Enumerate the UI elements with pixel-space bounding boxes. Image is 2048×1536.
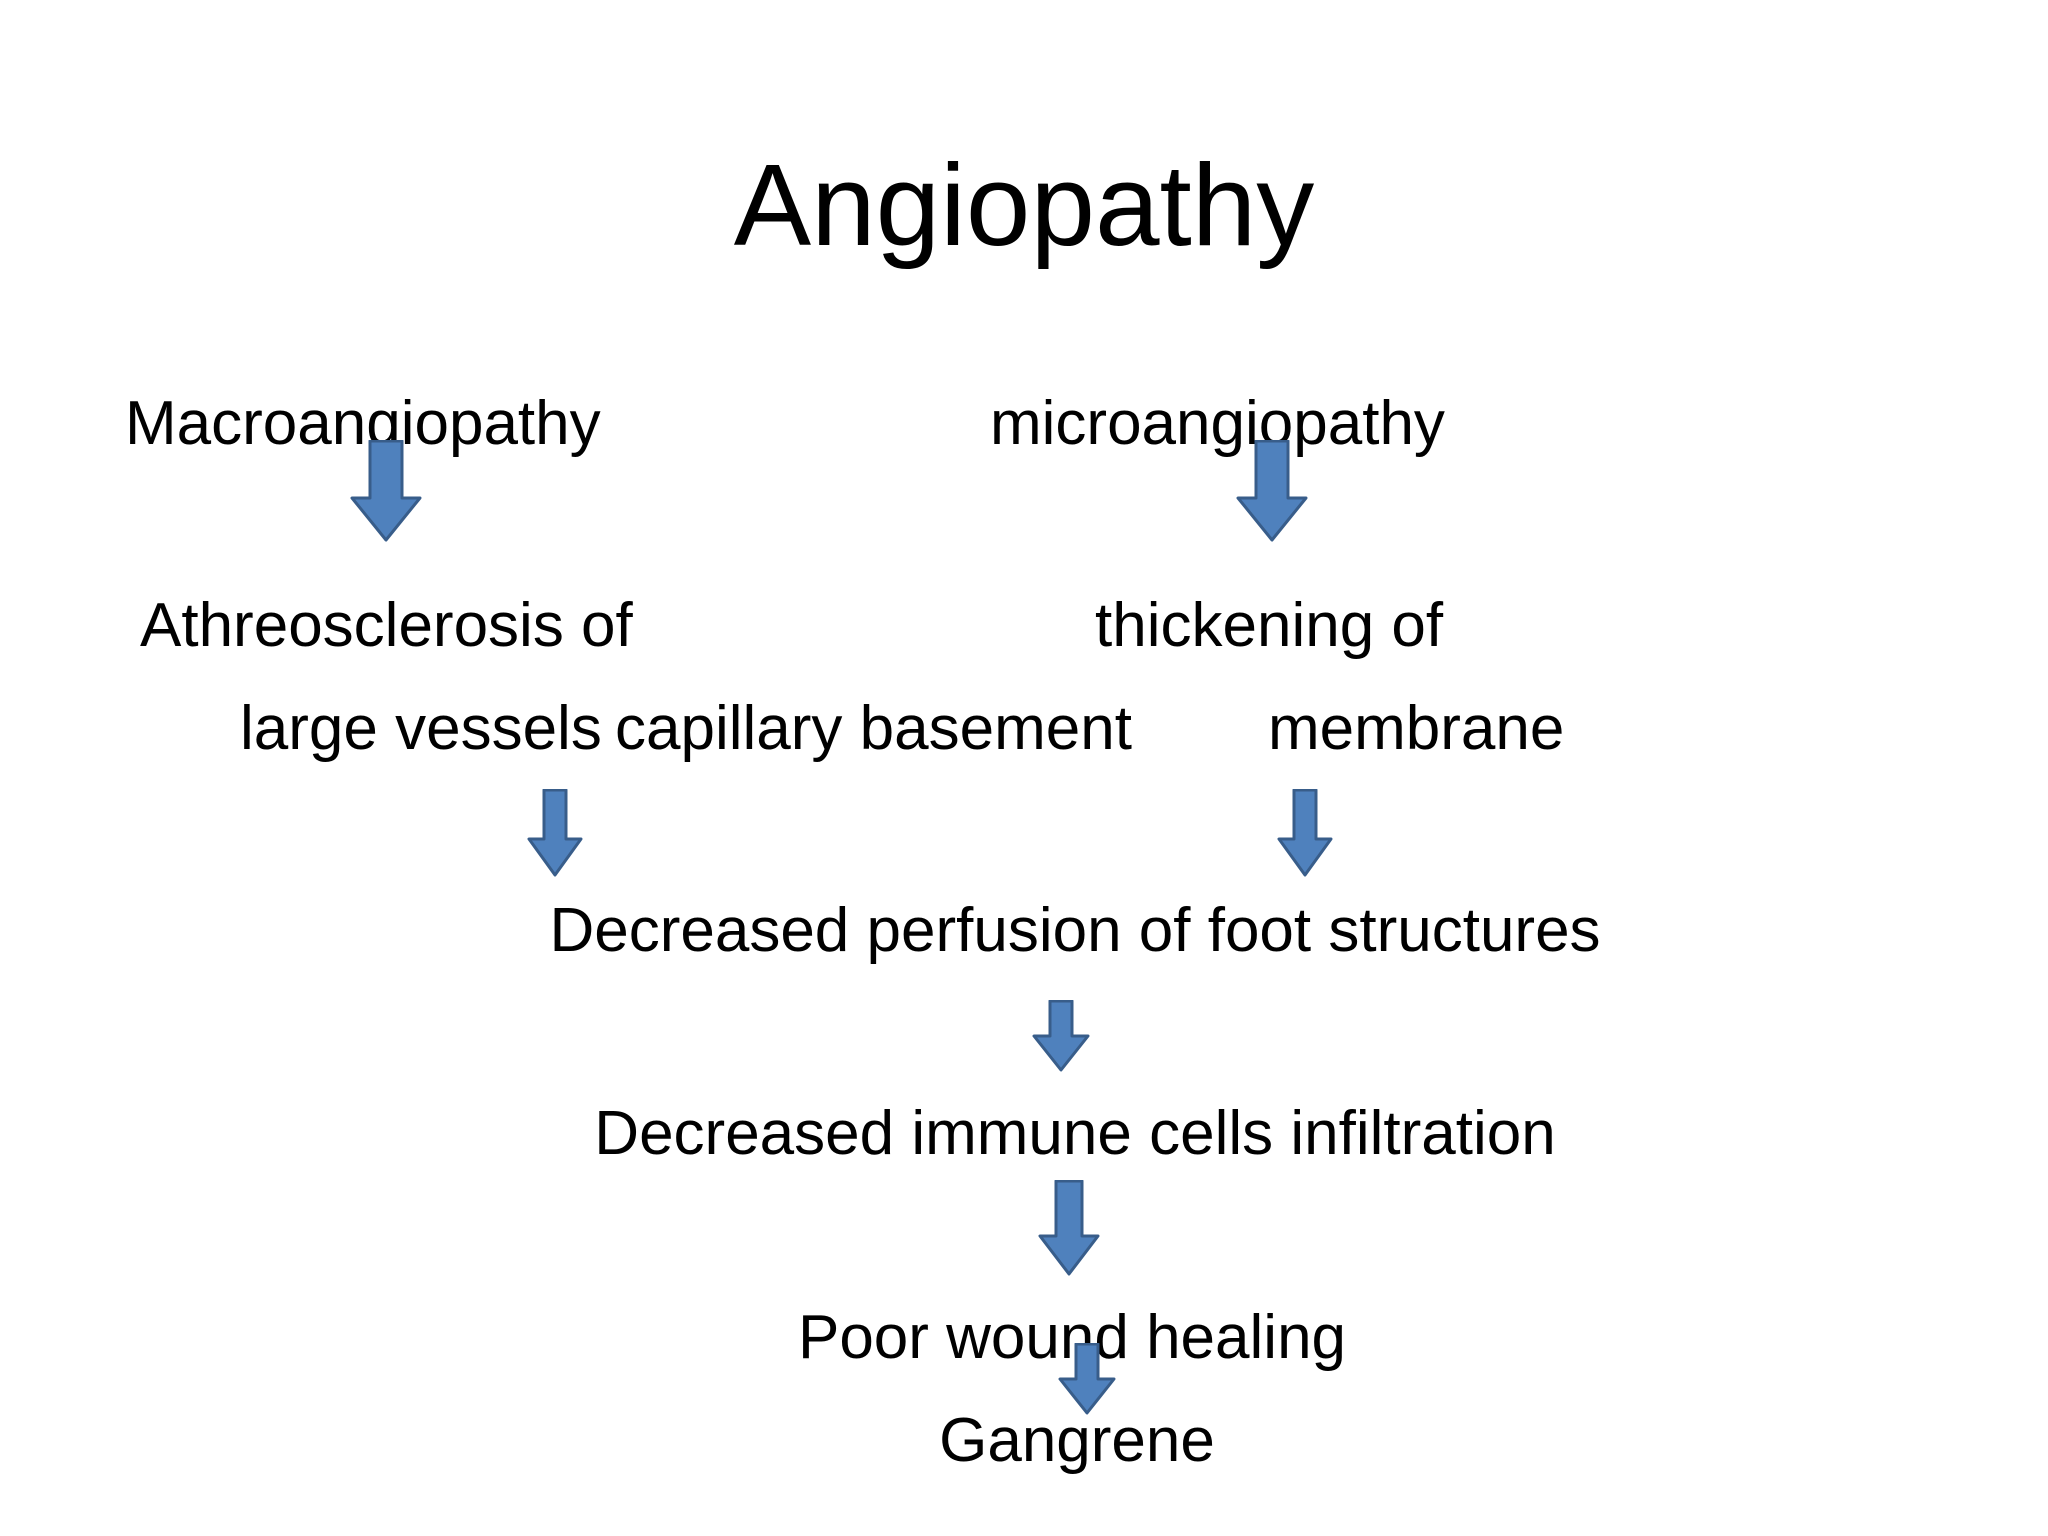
poor-wound-healing-text: Poor wound healing (797, 1303, 1347, 1372)
decreased-perfusion-text: Decreased perfusion of foot structures (549, 896, 1601, 965)
microangiopathy-label: microangiopathy (990, 389, 1445, 458)
gangrene-text: Gangrene (939, 1406, 1215, 1475)
slide-title: Angiopathy (733, 140, 1315, 270)
down-arrow-icon (1038, 1180, 1100, 1276)
down-arrow-icon (1058, 1343, 1116, 1415)
decreased-immune-text: Decreased immune cells infiltration (594, 1099, 1556, 1168)
thickening-line-1: thickening of (1095, 591, 1444, 660)
macroangiopathy-label: Macroangiopathy (125, 389, 601, 458)
down-arrow-icon (527, 789, 583, 877)
thickening-line-2a: capillary basement (615, 694, 1132, 763)
down-arrow-icon (1032, 1000, 1090, 1072)
down-arrow-icon (350, 440, 422, 542)
down-arrow-icon (1277, 789, 1333, 877)
down-arrow-icon (1236, 440, 1308, 542)
thickening-line-2b: membrane (1268, 694, 1565, 763)
atherosclerosis-line-2: large vessels (240, 694, 602, 763)
atherosclerosis-line-1: Athreosclerosis of (140, 591, 633, 660)
